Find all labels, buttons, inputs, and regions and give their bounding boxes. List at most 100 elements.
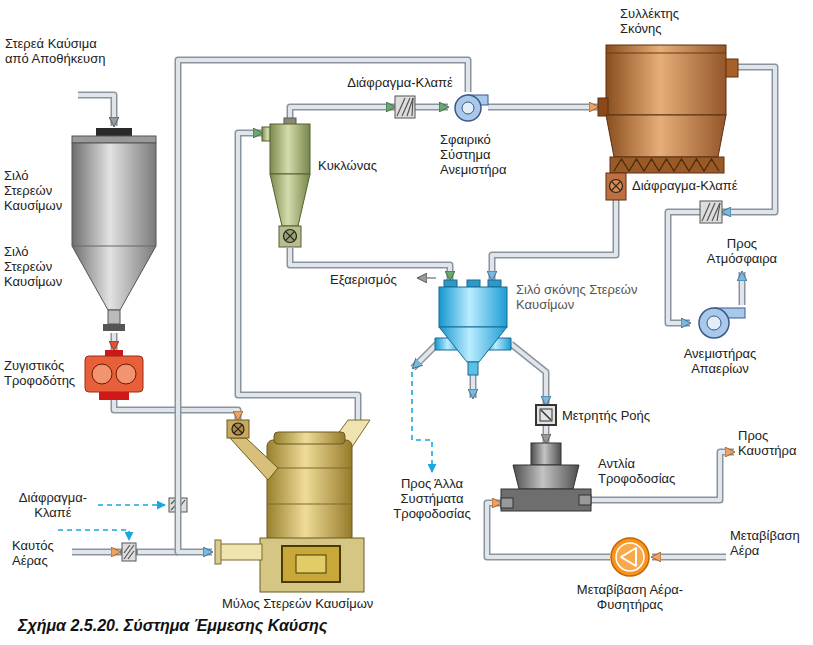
silo-body <box>72 143 156 310</box>
flow-label: Μεταβίβαση Αέρα <box>730 528 808 558</box>
pipe-inner <box>488 105 598 109</box>
pipe-outer <box>511 344 546 405</box>
blower-ring <box>616 543 644 571</box>
fuel-inlet-pipe <box>78 95 114 126</box>
mill-base <box>260 538 364 592</box>
silo-outlet <box>108 310 120 324</box>
collector-inlet <box>598 98 608 116</box>
collector-trough <box>610 157 724 173</box>
equipment-node: Αντλία Τροφοδοσίας <box>501 443 591 511</box>
cyclone-valve-box <box>279 226 301 247</box>
pipe-connector <box>114 333 115 350</box>
silo-inlet-cap <box>467 280 480 287</box>
pipe-connector <box>668 212 700 323</box>
fuel-inlet-pipe <box>78 95 114 126</box>
equipment-illustration <box>68 128 160 333</box>
collector-rim <box>606 53 726 54</box>
pump-outlet <box>579 495 591 505</box>
equipment-label: Ζυγιστικός Τροφοδότης <box>4 358 82 388</box>
damper-hatch <box>124 545 134 559</box>
silo-seam <box>72 246 156 247</box>
equipment-label: Διάφραγμα-Κλαπέ <box>632 178 762 193</box>
pump-housing <box>513 465 579 489</box>
flow-label: Προς Ατμόσφαιρα <box>702 236 782 266</box>
valve-cross <box>285 231 294 240</box>
silo-outlet <box>468 362 478 375</box>
equipment-illustration <box>690 305 750 341</box>
equipment-node: Συλλέκτης Σκόνης <box>598 45 738 200</box>
pipe-connector <box>488 107 598 108</box>
pipe-outer <box>290 107 395 118</box>
damper-body <box>700 201 722 223</box>
silo-inlet-cap <box>444 280 457 287</box>
pipe-outer <box>415 104 448 111</box>
feeder-flange <box>105 350 123 356</box>
valve-cross <box>611 181 620 190</box>
equipment-illustration <box>598 45 738 200</box>
damper-hatch <box>412 98 413 116</box>
damper-hatch <box>407 98 413 116</box>
flow-label: Εξαερισμός <box>330 272 415 287</box>
screw-conveyor <box>614 159 719 171</box>
pipe-inner <box>511 344 546 405</box>
pipe-inner <box>415 105 448 109</box>
atmosphere-pipe <box>739 272 746 305</box>
equipment-illustration <box>212 420 372 592</box>
equipment-node: Διάφραγμα-Κλαπέ <box>395 96 415 118</box>
equipment-label: Μύλος Στερεών Καυσίμων <box>222 596 442 611</box>
spout-pipe <box>470 375 477 398</box>
equipment-node: Διάφραγμα-Κλαπέ <box>700 201 722 223</box>
spout-pipe <box>413 344 437 368</box>
feeder-body <box>85 356 143 392</box>
equipment-label: Κυκλώνας <box>318 158 398 173</box>
valve-cross <box>234 425 242 433</box>
silo-cone <box>439 327 507 362</box>
pipe-inner <box>544 425 548 443</box>
burner-pipe <box>591 452 734 500</box>
silo-inlet-cap <box>488 280 501 287</box>
pipe-connector <box>415 107 448 108</box>
blower-arrow <box>621 548 636 566</box>
pipe-inner <box>290 107 395 118</box>
dashed-feed-line <box>412 372 432 472</box>
damper-hatch <box>712 203 720 221</box>
damper-hatch <box>717 203 720 221</box>
pipe-outer <box>543 425 550 443</box>
rotary-valve-box <box>606 173 626 200</box>
damper-hatch <box>402 98 410 116</box>
flow-label: Διάφραγμα-Κλαπέ <box>10 490 96 520</box>
cyclone-body <box>270 124 310 174</box>
equipment-label: Διάφραγμα-Κλαπέ <box>340 75 460 90</box>
pipe-connector <box>511 344 546 405</box>
equipment-node: Σφαιρικό Σύστημα Ανεμιστήρα <box>448 92 488 124</box>
callout-line <box>98 504 165 506</box>
equipment-node: Σιλό σκόνης Στερεών Καυσίμων <box>435 280 511 375</box>
edge-layer <box>114 60 775 557</box>
cyclone-cone <box>270 174 310 226</box>
equipment-node: Ανεμιστήρας Απαερίων <box>690 305 750 341</box>
equipment-illustration <box>700 201 722 223</box>
damper-symbol <box>122 543 136 561</box>
atmosphere-pipe <box>740 272 744 305</box>
equipment-label: Σιλό Στερεών Καυσίμων <box>4 244 66 289</box>
equipment-label: Σιλό Στερεών Καυσίμων <box>4 168 66 213</box>
air-inlet-pipe <box>652 554 726 561</box>
pipe-outer <box>488 104 598 111</box>
equipment-node: Μετρητής Ροής <box>536 405 556 425</box>
pump-base <box>501 489 591 511</box>
fan-casing <box>699 308 729 338</box>
equipment-illustration <box>435 280 511 375</box>
pipe-outer <box>111 333 118 350</box>
collector-body <box>606 45 726 115</box>
meter-needle <box>541 410 551 420</box>
pipe-inner <box>492 200 616 280</box>
mill-inlet-valve <box>227 420 249 438</box>
hot-air-pipe <box>138 550 178 554</box>
valve-symbol <box>284 230 297 243</box>
mill-band <box>267 468 352 469</box>
equipment-illustration <box>85 350 143 400</box>
mill-dome <box>274 432 345 444</box>
flow-label: Προς Καυστήρα <box>738 428 808 458</box>
pipe-connector <box>546 425 547 443</box>
pipe-stubs <box>58 95 742 561</box>
